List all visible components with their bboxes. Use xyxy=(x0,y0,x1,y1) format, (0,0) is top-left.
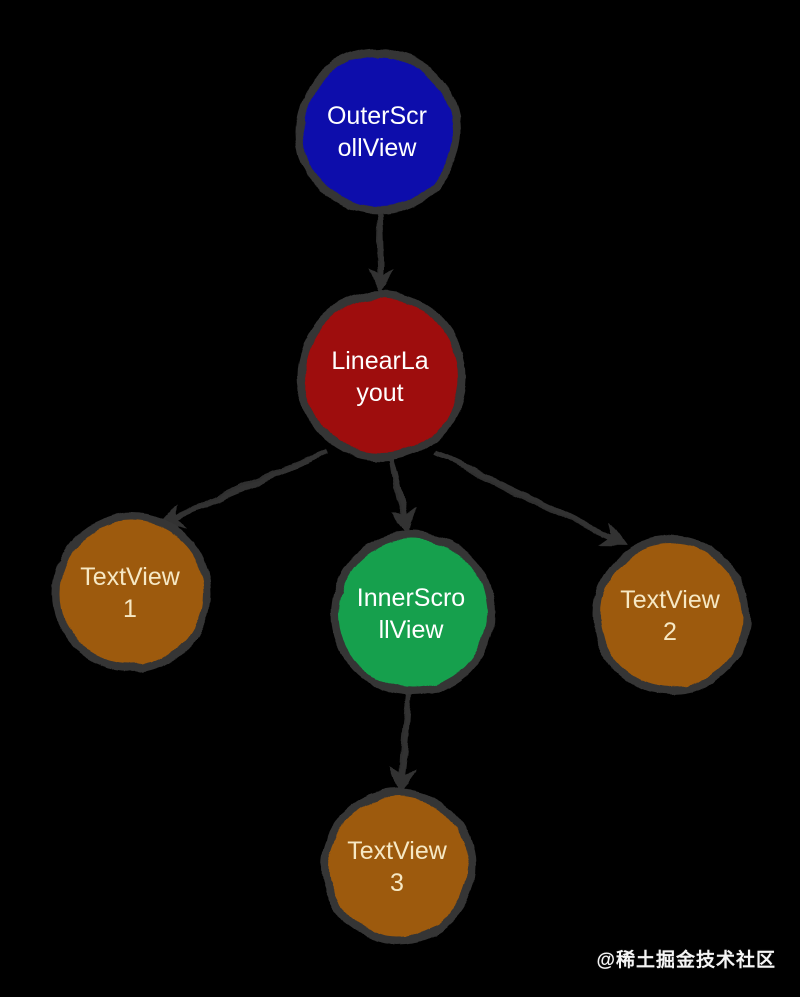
edge-linear-layout-textview-2 xyxy=(432,448,626,545)
node-textview-2 xyxy=(591,535,749,693)
edge-outer-scrollview-linear-layout xyxy=(366,209,393,294)
textview-3-circle xyxy=(320,788,474,942)
node-inner-scrollview xyxy=(329,530,493,694)
outer-scrollview-circle xyxy=(294,47,460,213)
node-textview-3 xyxy=(320,788,474,942)
node-outer-scrollview xyxy=(294,47,460,213)
edge-linear-layout-inner-scrollview xyxy=(387,456,416,536)
textview-2-circle xyxy=(591,535,749,693)
textview-1-circle xyxy=(50,511,210,671)
edge-inner-scrollview-textview-3 xyxy=(388,690,415,794)
edges-layer xyxy=(156,209,626,794)
linear-layout-circle xyxy=(295,290,465,460)
nodes-layer xyxy=(50,47,749,942)
watermark: @稀土掘金技术社区 xyxy=(596,950,776,971)
inner-scrollview-circle xyxy=(329,530,493,694)
node-textview-1 xyxy=(50,511,210,671)
node-linear-layout xyxy=(295,290,465,460)
edge-linear-layout-textview-1 xyxy=(156,448,329,526)
